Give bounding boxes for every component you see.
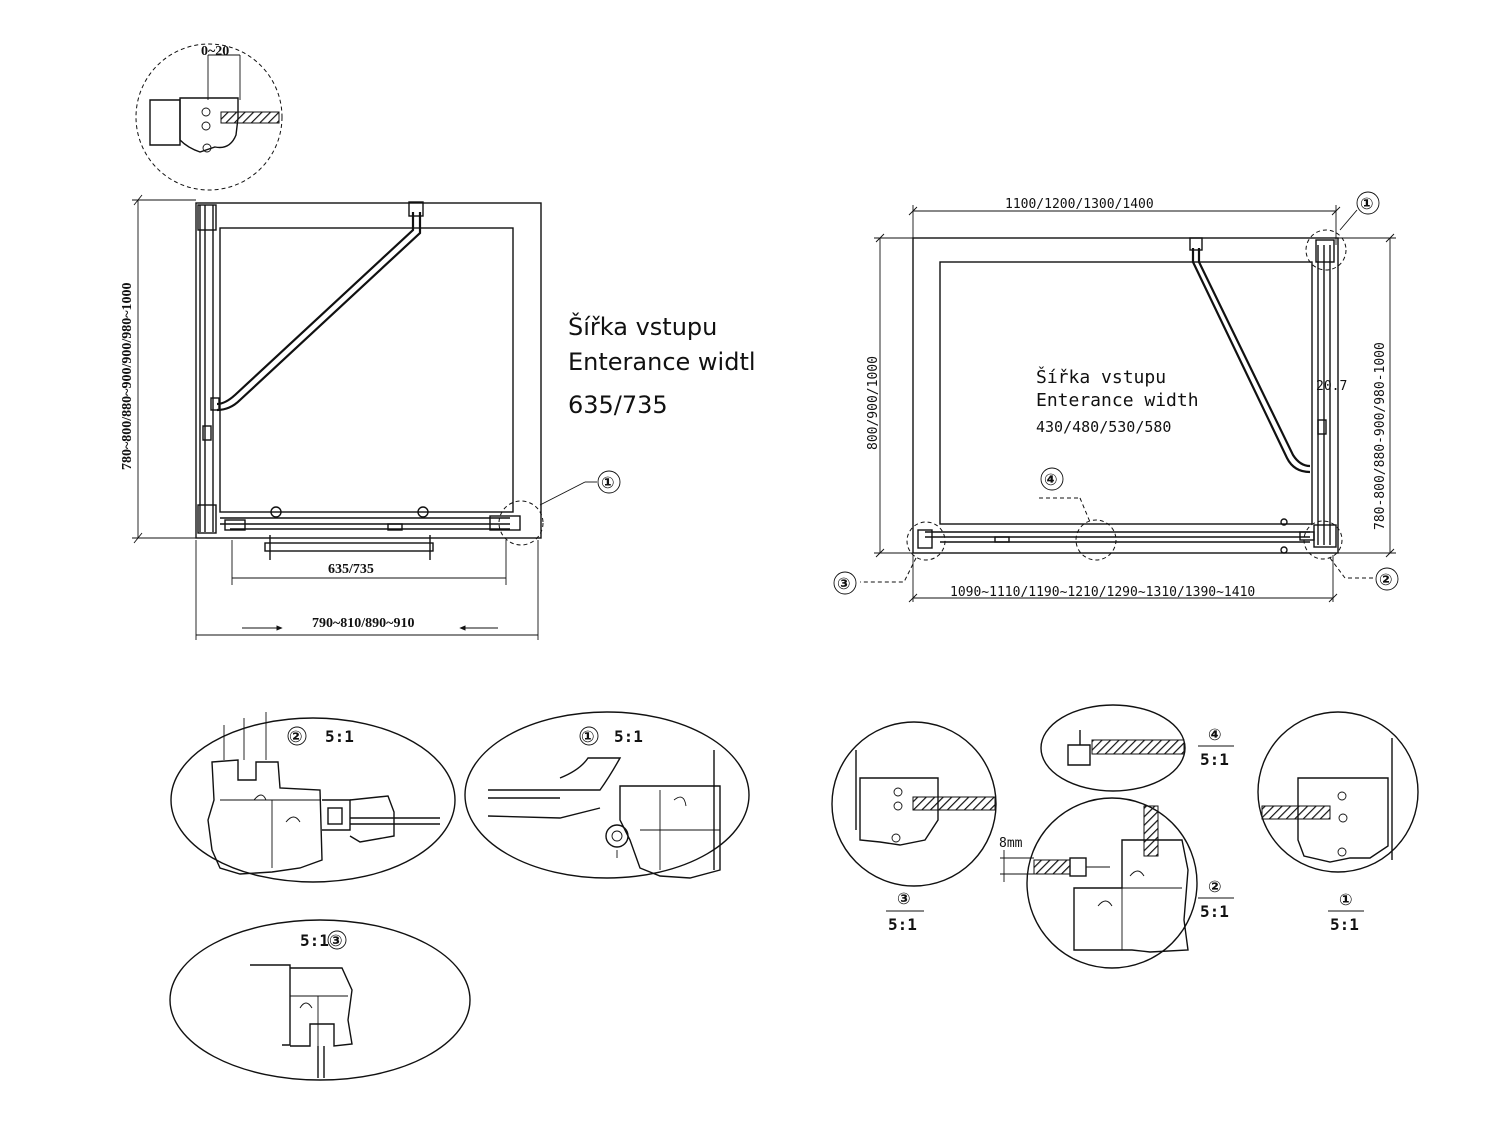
left-callout-1-text: ① (601, 473, 615, 492)
left-detail-3-scale: 5:1 (300, 931, 329, 950)
right-callout-1-text: ① (1360, 194, 1374, 213)
right-detail-1-num: ① (1339, 890, 1353, 909)
right-detail-3-scale: 5:1 (888, 915, 917, 934)
left-enclosure (195, 201, 544, 560)
right-detail-2: 8mm ② 5:1 (999, 797, 1234, 969)
left-height-dim-text: 780~800/880~900/900/980~1000 (120, 282, 135, 470)
right-callout-4: ④ (1039, 467, 1091, 523)
left-entrance-label: Šířka vstupu Enterance widtl 635/735 (568, 311, 756, 419)
left-inner-width-text: 635/735 (328, 562, 374, 577)
left-detail-1: ① 5:1 (464, 711, 750, 879)
right-detail-1: ① 5:1 (1257, 711, 1419, 934)
left-inner-width-dimension: 635/735 (231, 540, 507, 585)
right-callout-1: ① (1339, 191, 1380, 231)
right-entrance-value: 430/480/530/580 (1036, 418, 1171, 436)
right-callout-2-text: ② (1379, 570, 1393, 589)
right-detail-4: ④ 5:1 (1040, 704, 1234, 792)
left-detail-2: ② 5:1 (170, 712, 456, 883)
right-top-dim-text: 1100/1200/1300/1400 (1005, 197, 1154, 212)
right-detail-1-scale: 5:1 (1330, 915, 1359, 934)
right-callout-4-text: ④ (1044, 470, 1058, 489)
right-callout-2: ② (1329, 557, 1399, 591)
right-right-dimension: 780-800/880-900/980-1000 (1338, 233, 1396, 558)
right-entrance-cz: Šířka vstupu (1036, 366, 1166, 388)
right-bottom-dimension: 1090~1110/1190~1210/1290~1310/1390~1410 (908, 555, 1338, 603)
left-entrance-cz: Šířka vstupu (568, 311, 717, 341)
left-overall-width-text: 790~810/890~910 (312, 616, 414, 631)
right-enclosure (906, 229, 1347, 561)
right-bottom-dim-text: 1090~1110/1190~1210/1290~1310/1390~1410 (950, 585, 1255, 600)
left-callout-1: ① (539, 470, 621, 506)
left-detail-3-num: ③ (329, 931, 343, 950)
left-detail-2-scale: 5:1 (325, 727, 354, 746)
right-detail-4-scale: 5:1 (1200, 750, 1229, 769)
right-callout-3-text: ③ (837, 574, 851, 593)
left-overall-width-dimension: 790~810/890~910 (195, 540, 539, 640)
left-height-dimension: 780~800/880~900/900/980~1000 (120, 194, 196, 544)
right-right-dim-text: 780-800/880-900/980-1000 (1373, 342, 1388, 530)
right-plan-view: 1100/1200/1300/1400 800/900/1000 780-800… (833, 191, 1399, 603)
right-entrance-label: Šířka vstupu Enterance width 430/480/530… (1036, 366, 1199, 436)
right-detail-2-num: ② (1208, 877, 1222, 896)
right-detail-2-gap: 8mm (999, 836, 1023, 851)
left-detail-1-num: ① (581, 727, 595, 746)
right-left-dim-text: 800/900/1000 (866, 356, 881, 450)
right-small-dim-text: 20.7 (1316, 379, 1347, 394)
right-detail-4-num: ④ (1208, 725, 1222, 744)
left-entrance-en: Enterance widtl (568, 348, 756, 376)
left-top-detail-dim: 0~20 (201, 44, 229, 59)
left-detail-1-scale: 5:1 (614, 727, 643, 746)
left-plan-view: 0~20 780~800/880~900/900/980~1000 (120, 43, 756, 640)
right-detail-2-scale: 5:1 (1200, 902, 1229, 921)
right-detail-3: ③ 5:1 (831, 721, 997, 934)
right-callout-3: ③ (833, 557, 917, 595)
right-detail-3-num: ③ (897, 889, 911, 908)
left-detail-2-num: ② (289, 727, 303, 746)
left-top-detail-circle: 0~20 (135, 43, 283, 191)
left-detail-3: 5:1 ③ (169, 919, 471, 1081)
left-entrance-value: 635/735 (568, 391, 668, 419)
right-entrance-en: Enterance width (1036, 390, 1199, 411)
